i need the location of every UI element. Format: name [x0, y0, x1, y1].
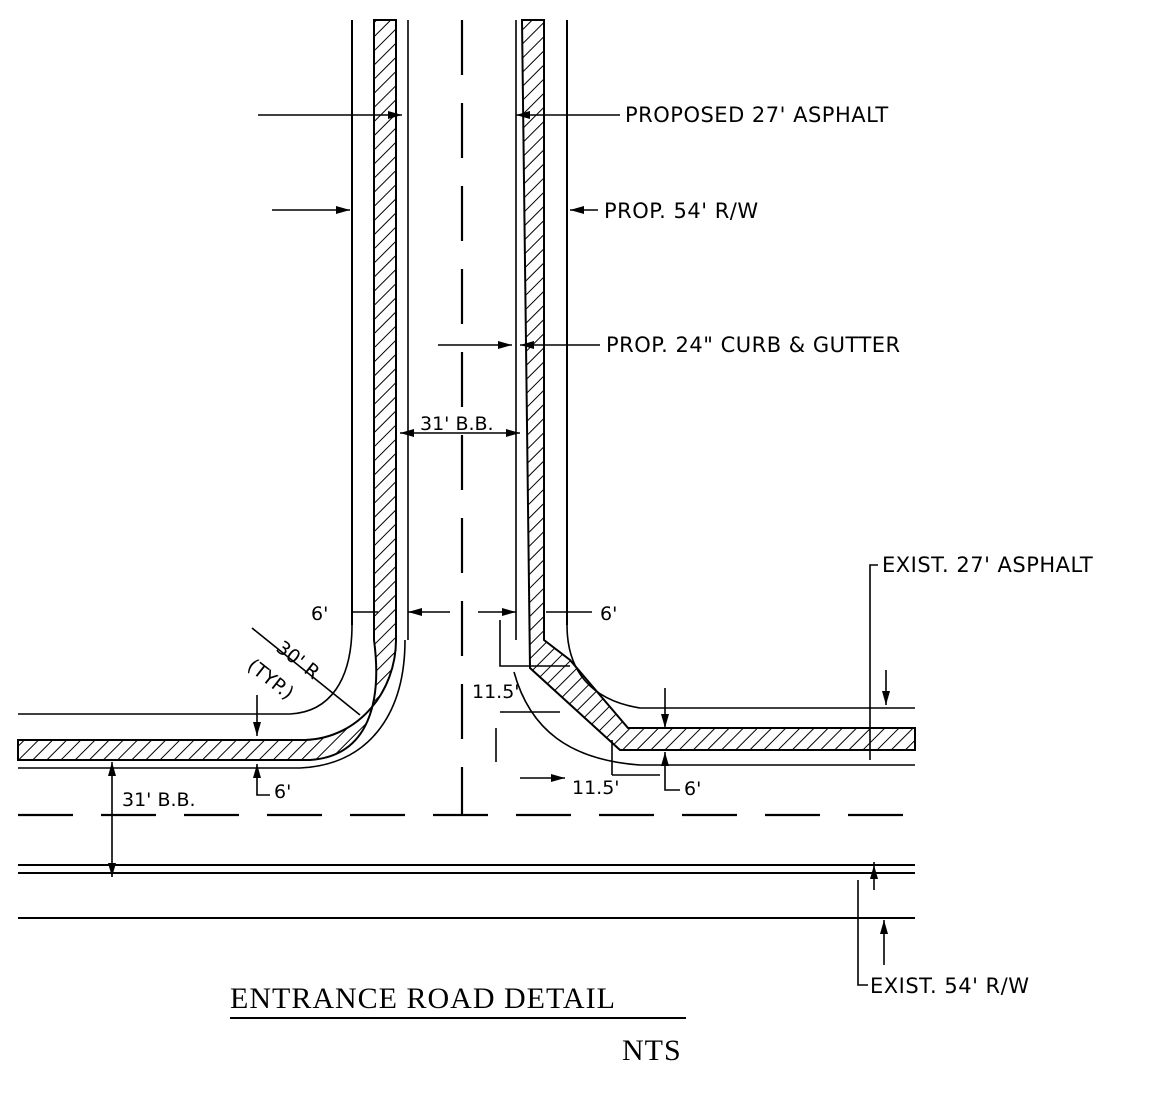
six-left-top-dimension: 6': [311, 603, 328, 625]
scale-note: NTS: [622, 1034, 682, 1067]
left-curb-and-gutter: [17, 19, 397, 761]
proposed-asphalt-label: PROPOSED 27' ASPHALT: [625, 103, 889, 127]
left-return-arc: [18, 639, 406, 769]
six-left-bottom-dimension: 6': [274, 781, 291, 803]
bb-lower-dimension: 31' B.B.: [122, 789, 196, 811]
proposed-rw-label: PROP. 54' R/W: [604, 199, 759, 223]
right-curb-and-gutter: [520, 19, 916, 751]
entrance-road: [17, 19, 916, 815]
drawing-title: ENTRANCE ROAD DETAIL: [230, 982, 616, 1015]
bb-upper-dimension: 31' B.B.: [420, 413, 494, 435]
eleven-left-dimension: 11.5': [472, 681, 520, 703]
right-return-arc: [513, 671, 915, 766]
exist-rw-label: EXIST. 54' R/W: [870, 974, 1029, 998]
exist-asphalt-label: EXIST. 27' ASPHALT: [882, 553, 1093, 577]
six-right-bottom-dimension: 6': [684, 778, 701, 800]
proposed-curb-label: PROP. 24" CURB & GUTTER: [606, 333, 901, 357]
leaders: [108, 111, 890, 986]
eleven-bottom-dimension: 11.5': [572, 777, 620, 799]
six-right-top-dimension: 6': [600, 603, 617, 625]
right-rw-return: [566, 624, 915, 709]
existing-road: [18, 813, 915, 919]
